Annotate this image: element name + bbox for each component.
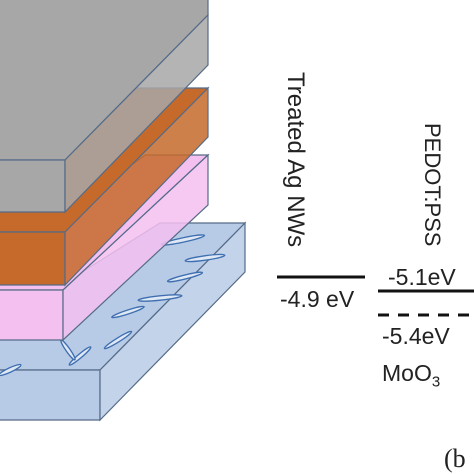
orange-front-face [0, 231, 66, 286]
label-moo3: MoO3 [382, 362, 440, 390]
pink-front-face [0, 289, 64, 341]
nanowire [111, 305, 145, 319]
nanowire [103, 330, 133, 350]
gray-side-face [64, 13, 209, 214]
substrate-front-face [0, 369, 101, 421]
top-gray-layer [0, 0, 209, 214]
nanowire [137, 294, 183, 302]
nanowire [68, 346, 92, 366]
panel-label: (b [444, 444, 466, 473]
label-moo3-base: MoO [382, 360, 432, 386]
orange-side-face [64, 86, 209, 287]
gray-front-face [0, 159, 66, 213]
nanowire [166, 271, 204, 283]
nanowires [0, 234, 226, 377]
label-pedot-pss: PEDOT:PSS [420, 123, 445, 247]
energy-value-pedot: -5.1eV [388, 264, 456, 290]
label-treated-ag-nws: Treated Ag NWs [282, 72, 309, 248]
label-moo3-subscript: 3 [431, 373, 441, 391]
energy-value-moo3: -5.4eV [382, 323, 450, 349]
pink-side-face [62, 153, 209, 342]
nanowire [184, 253, 226, 263]
energy-value-ag-nws: -4.9 eV [280, 286, 355, 312]
nanowire [0, 363, 22, 377]
